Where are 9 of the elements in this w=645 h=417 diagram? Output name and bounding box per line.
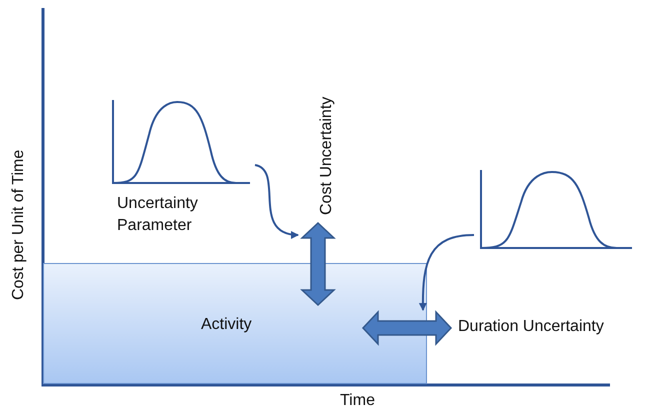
leader-arrow (254, 164, 299, 238)
box-label: Activity (201, 316, 252, 334)
axis-title: Cost per Unit of Time (10, 150, 28, 300)
uncertainty-label: Cost Uncertainty (318, 96, 336, 215)
leader-arrow (418, 234, 474, 311)
curve-caption: Uncertainty Parameter (117, 194, 199, 236)
uncertainty-label: Duration Uncertainty (458, 318, 604, 336)
activity-box (43, 263, 427, 384)
axis-title: Time (340, 392, 375, 410)
